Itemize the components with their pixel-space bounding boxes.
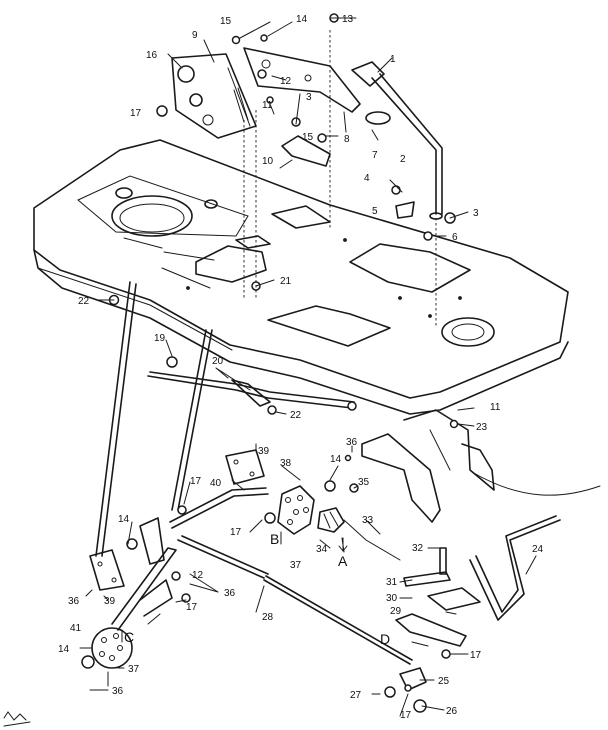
callout-36a: 36	[346, 437, 358, 448]
callout-19: 19	[154, 333, 166, 344]
callout-21: 21	[280, 276, 292, 287]
latch-bracket-10	[281, 135, 331, 167]
callout-36c: 36	[68, 596, 80, 607]
lower-leader-lines	[79, 339, 537, 717]
long-rod-20	[147, 371, 357, 415]
callout-37b: 37	[128, 664, 140, 675]
callout-11a: 11	[262, 100, 273, 111]
shift-plate	[171, 53, 257, 139]
callout-3b: 3	[473, 208, 479, 219]
callout-33: 33	[362, 515, 374, 526]
rod-40	[169, 487, 269, 529]
callout-17a: 17	[130, 108, 142, 119]
callout-6: 6	[452, 232, 458, 243]
callout-8: 8	[344, 134, 350, 145]
mid-fasteners	[166, 356, 451, 659]
callout-17f: 17	[400, 710, 412, 721]
callout-7: 7	[372, 150, 378, 161]
lift-lever	[351, 61, 443, 220]
pedal-rod-24	[469, 515, 561, 621]
sprocket-b	[277, 485, 315, 535]
callout-20: 20	[212, 356, 224, 367]
callout-39a: 39	[258, 446, 270, 457]
marker-d: D	[380, 631, 390, 647]
callout-14a: 14	[296, 14, 308, 25]
callout-28: 28	[262, 612, 274, 623]
callout-30: 30	[386, 593, 398, 604]
bracket-39-b	[225, 449, 265, 485]
callout-14d: 14	[58, 644, 70, 655]
callout-9: 9	[192, 30, 198, 41]
callout-10: 10	[262, 156, 274, 167]
callout-38: 38	[280, 458, 292, 469]
marker-a: A	[338, 553, 348, 569]
callout-11b: 11	[490, 402, 501, 413]
latch-5	[395, 201, 415, 219]
callout-labels: 1 2 3 3 4 5 6 7 8 9 10 11 11 12 12 13 14…	[58, 14, 544, 721]
marker-a-arrow	[338, 537, 348, 552]
callout-17d: 17	[186, 602, 198, 613]
callout-22b: 22	[290, 410, 302, 421]
callout-4: 4	[364, 173, 370, 184]
callout-17e: 17	[470, 650, 482, 661]
left-bracket-39	[89, 517, 191, 631]
left-vertical-rods	[95, 281, 213, 557]
callout-17c: 17	[230, 527, 242, 538]
link-29-30-31	[395, 547, 481, 647]
callout-12b: 12	[192, 570, 204, 581]
callout-5: 5	[372, 206, 378, 217]
callout-39b: 39	[104, 596, 116, 607]
callout-15a: 15	[220, 16, 232, 27]
callout-17b: 17	[190, 476, 202, 487]
callout-36b: 36	[224, 588, 236, 599]
callout-15b: 15	[302, 132, 314, 143]
callout-22a: 22	[78, 296, 90, 307]
callout-25: 25	[438, 676, 450, 687]
callout-37a: 37	[290, 560, 302, 571]
upper-leader-lines	[95, 17, 469, 328]
marker-b: B	[270, 531, 279, 547]
callout-12a: 12	[280, 76, 292, 87]
callout-32: 32	[412, 543, 424, 554]
callout-24: 24	[532, 544, 544, 555]
callout-26: 26	[446, 706, 458, 717]
section-markers: A B C D	[121, 531, 390, 647]
spring-34	[317, 507, 401, 561]
body-pan	[33, 139, 569, 415]
callout-35: 35	[358, 477, 370, 488]
right-bracket-23	[361, 409, 601, 523]
callout-40: 40	[210, 478, 222, 489]
callout-14b: 14	[330, 454, 342, 465]
callout-27: 27	[350, 690, 362, 701]
callout-34: 34	[316, 544, 328, 555]
lower-fitting-25	[384, 667, 427, 713]
callout-29: 29	[390, 606, 402, 617]
callout-3a: 3	[306, 92, 312, 103]
corner-mark	[3, 711, 31, 727]
callout-41: 41	[70, 623, 82, 634]
callout-2: 2	[400, 154, 406, 165]
callout-14c: 14	[118, 514, 130, 525]
marker-c: C	[124, 629, 134, 645]
callout-16: 16	[146, 50, 158, 61]
callout-13: 13	[342, 14, 354, 25]
callout-31: 31	[386, 577, 398, 588]
callout-36d: 36	[112, 686, 124, 697]
rod-28	[177, 535, 413, 665]
callout-23: 23	[476, 422, 488, 433]
callout-1: 1	[390, 54, 396, 65]
